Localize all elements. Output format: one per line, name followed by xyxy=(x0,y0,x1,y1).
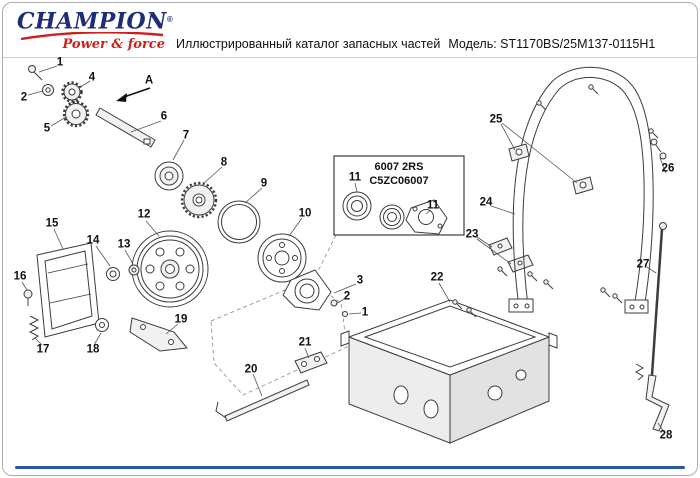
part-label-25: 25 xyxy=(489,113,503,126)
mount-brackets-23 xyxy=(488,237,534,273)
part-label-1-mid: 1 xyxy=(361,306,369,319)
bracket-21 xyxy=(294,351,328,374)
part-label-11-right: 11 xyxy=(426,199,440,212)
hub-pulley-7 xyxy=(154,161,184,191)
page-header: CHAMPION® Power & force Иллюстрированный… xyxy=(3,3,697,58)
view-label-A: A xyxy=(144,74,154,87)
parts-diagram: 6007 2RS C5ZC06007 1 2 4 5 A 6 7 8 9 10 … xyxy=(3,3,697,475)
gear-8 xyxy=(180,181,218,219)
part-label-18: 18 xyxy=(86,343,100,356)
handlebar-24 xyxy=(508,66,654,314)
view-arrow-A-icon xyxy=(116,87,151,102)
main-frame-22 xyxy=(340,299,558,444)
bearing-callout-text: 6007 2RS C5ZC06007 xyxy=(334,160,464,189)
model-value: ST1170BS/25M137-0115H1 xyxy=(500,37,656,51)
small-fasteners xyxy=(452,84,659,318)
bushing-18 xyxy=(95,318,109,332)
handle-clamps-25 xyxy=(508,143,594,195)
part-label-1: 1 xyxy=(56,56,64,69)
shift-lever-28 xyxy=(634,363,670,432)
part-label-2-mid: 2 xyxy=(343,290,351,303)
part-label-20: 20 xyxy=(244,363,258,376)
part-label-2: 2 xyxy=(20,91,28,104)
part-label-13: 13 xyxy=(117,238,131,251)
fasteners-26 xyxy=(650,138,667,160)
part-label-26: 26 xyxy=(661,162,675,175)
spring-17 xyxy=(28,315,40,341)
brand-tagline: Power & force xyxy=(62,37,166,53)
catalog-title-text: Иллюстрированный каталог запасных частей xyxy=(176,37,441,51)
footer-rule xyxy=(15,466,685,469)
side-frame-15 xyxy=(36,242,100,338)
part-label-14: 14 xyxy=(86,234,100,247)
part-label-8: 8 xyxy=(220,156,228,169)
pulley-12 xyxy=(131,230,209,308)
brand-name: CHAMPION xyxy=(17,8,167,35)
bracket-19 xyxy=(129,317,188,352)
part-label-10: 10 xyxy=(298,207,312,220)
shift-rod-27 xyxy=(650,222,667,376)
logo-swoosh-icon xyxy=(20,32,164,41)
catalog-title: Иллюстрированный каталог запасных частей… xyxy=(176,37,655,51)
registered-trademark-icon: ® xyxy=(166,15,173,24)
bolt-16 xyxy=(23,289,33,306)
exploded-view-drawing xyxy=(21,65,670,444)
fastener-set-topleft xyxy=(28,65,54,96)
bearing-housing-3 xyxy=(282,269,348,317)
part-label-11-left: 11 xyxy=(348,171,362,184)
drive-shaft-6 xyxy=(95,107,156,148)
part-label-4: 4 xyxy=(88,71,96,84)
part-label-3-mid: 3 xyxy=(356,274,364,287)
part-label-23: 23 xyxy=(465,228,479,241)
ring-9 xyxy=(217,200,261,244)
spacer-13 xyxy=(128,264,140,276)
rod-20 xyxy=(215,379,310,422)
disc-10 xyxy=(257,233,307,283)
part-label-9: 9 xyxy=(260,177,268,190)
part-label-24: 24 xyxy=(479,196,493,209)
part-label-17: 17 xyxy=(36,343,50,356)
part-label-22: 22 xyxy=(430,271,444,284)
part-label-21: 21 xyxy=(298,336,312,349)
part-label-19: 19 xyxy=(174,313,188,326)
champion-logo: CHAMPION® Power & force xyxy=(17,8,173,53)
part-label-7: 7 xyxy=(182,129,190,142)
part-label-5: 5 xyxy=(43,122,51,135)
part-label-28: 28 xyxy=(659,429,673,442)
part-label-6: 6 xyxy=(160,110,168,123)
leader-lines xyxy=(21,65,667,433)
brand-row: CHAMPION® xyxy=(17,8,173,36)
part-label-16: 16 xyxy=(13,270,27,283)
part-label-27: 27 xyxy=(636,258,650,271)
washer-14 xyxy=(106,267,120,281)
model-label: Модель: xyxy=(448,37,497,51)
part-label-15: 15 xyxy=(45,217,59,230)
part-label-12: 12 xyxy=(137,208,151,221)
bearing-part-code: C5ZC06007 xyxy=(369,175,429,188)
bearing-callout-box xyxy=(333,155,465,236)
bearing-model: 6007 2RS xyxy=(374,161,424,173)
sprocket-5 xyxy=(62,100,90,128)
small-gear-4 xyxy=(61,81,83,103)
